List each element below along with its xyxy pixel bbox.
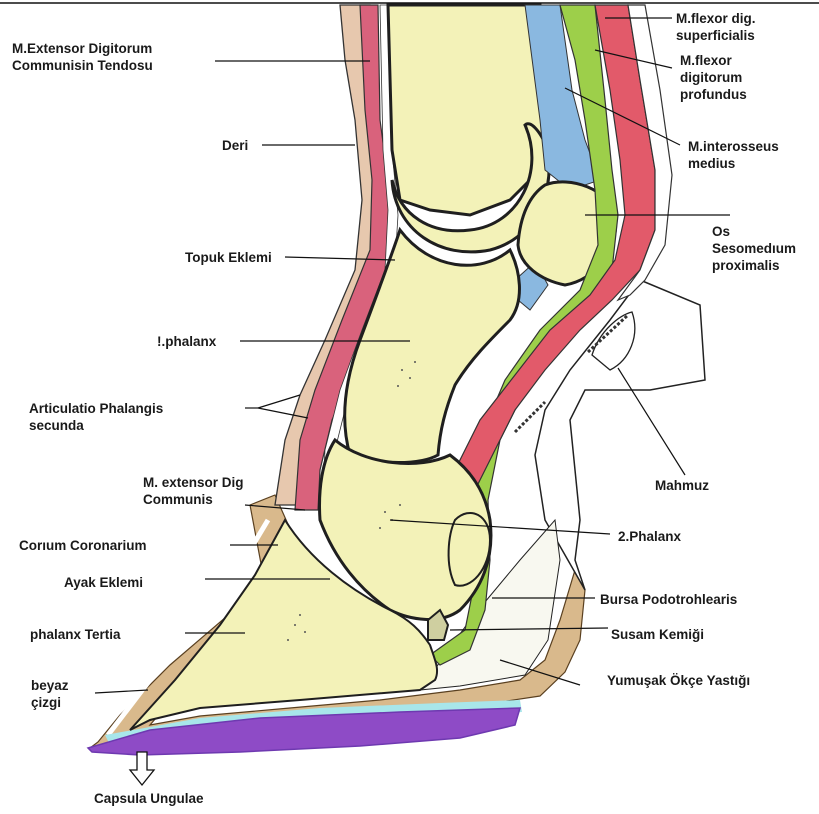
label-ext-dig-line1: M. extensor Dig [143, 474, 244, 491]
label-topuk-eklemi: Topuk Eklemi [185, 249, 272, 266]
label-articulatio-phalangis: Articulatio Phalangis secunda [29, 400, 163, 434]
label-capsula-ungulae: Capsula Ungulae [94, 790, 204, 807]
label-interosseus-medius: M.interosseus medius [688, 138, 779, 172]
label-flexor-superficialis: M.flexor dig. superficialis [676, 10, 756, 44]
label-extensor-tendon: M.Extensor Digitorum Communisin Tendosu [12, 40, 153, 74]
label-corium-coronarium: Corıum Coronarium [19, 537, 147, 554]
capsula-arrow [130, 752, 154, 785]
label-phalanx-2: 2.Phalanx [618, 528, 681, 545]
label-extensor-tendon-line1: M.Extensor Digitorum [12, 40, 153, 57]
label-phalanx-1: !.phalanx [157, 333, 216, 350]
label-deri: Deri [222, 137, 248, 154]
label-phalanx-tertia: phalanx Tertia [30, 626, 121, 643]
label-os-seso-line2: Sesomedıum [712, 240, 796, 257]
label-extensor-tendon-line2: Communisin Tendosu [12, 57, 153, 74]
cannon-bone [388, 5, 545, 215]
label-ext-dig-line2: Communis [143, 491, 244, 508]
label-articulatio-line1: Articulatio Phalangis [29, 400, 163, 417]
label-interosseus-line1: M.interosseus [688, 138, 779, 155]
label-beyaz-cizgi: beyaz çizgi [31, 677, 69, 711]
label-susam-kemigi: Susam Kemiği [611, 626, 704, 643]
label-flexor-prof-line1: M.flexor [680, 52, 747, 69]
label-flexor-sup-line2: superficialis [676, 27, 756, 44]
label-flexor-prof-line3: profundus [680, 86, 747, 103]
label-os-sesamoideum: Os Sesomedıum proximalis [712, 223, 796, 274]
label-yumusak-okce: Yumuşak Ökçe Yastığı [607, 672, 750, 689]
label-beyaz-line2: çizgi [31, 694, 69, 711]
label-interosseus-line2: medius [688, 155, 779, 172]
label-os-seso-line1: Os [712, 223, 796, 240]
label-beyaz-line1: beyaz [31, 677, 69, 694]
label-flexor-sup-line1: M.flexor dig. [676, 10, 756, 27]
label-bursa-podotrochlearis: Bursa Podotrohlearis [600, 591, 737, 608]
label-extensor-dig-communis: M. extensor Dig Communis [143, 474, 244, 508]
label-flexor-profundus: M.flexor digitorum profundus [680, 52, 747, 103]
label-mahmuz: Mahmuz [655, 477, 709, 494]
label-flexor-prof-line2: digitorum [680, 69, 747, 86]
label-ayak-eklemi: Ayak Eklemi [64, 574, 143, 591]
label-articulatio-line2: secunda [29, 417, 163, 434]
label-os-seso-line3: proximalis [712, 257, 796, 274]
